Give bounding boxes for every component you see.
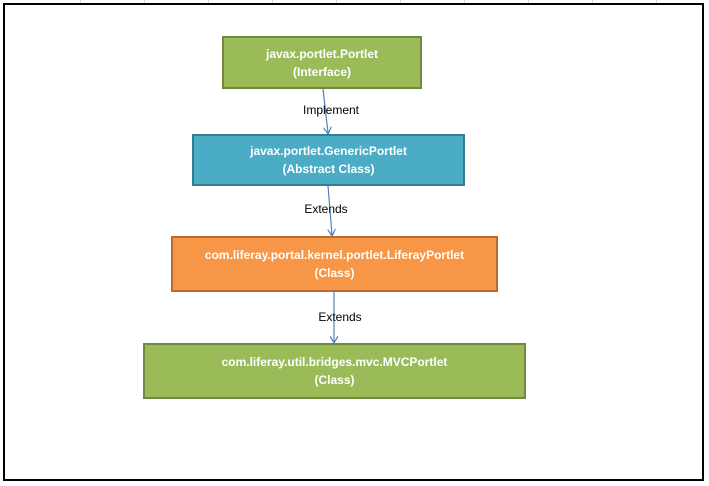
node-type: (Class) [314, 373, 355, 387]
node-name: com.liferay.portal.kernel.portlet.Lifera… [204, 248, 465, 262]
edge-label-implement: Implement [302, 103, 360, 117]
node-name: javax.portlet.Portlet [265, 46, 379, 61]
node-type: (Interface) [292, 64, 351, 79]
node-name: com.liferay.util.bridges.mvc.MVCPortlet [221, 355, 448, 369]
edge-label-extends-2: Extends [318, 310, 362, 324]
node-type: (Class) [314, 266, 355, 280]
node-portlet-interface: javax.portlet.Portlet (Interface) [222, 36, 422, 89]
node-mvc-portlet: com.liferay.util.bridges.mvc.MVCPortlet … [143, 343, 526, 399]
node-type: (Abstract Class) [282, 162, 375, 176]
edge-label-extends-1: Extends [304, 202, 348, 216]
node-name: javax.portlet.GenericPortlet [250, 144, 407, 158]
node-liferay-portlet: com.liferay.portal.kernel.portlet.Lifera… [171, 236, 498, 292]
node-generic-portlet: javax.portlet.GenericPortlet (Abstract C… [192, 134, 465, 186]
